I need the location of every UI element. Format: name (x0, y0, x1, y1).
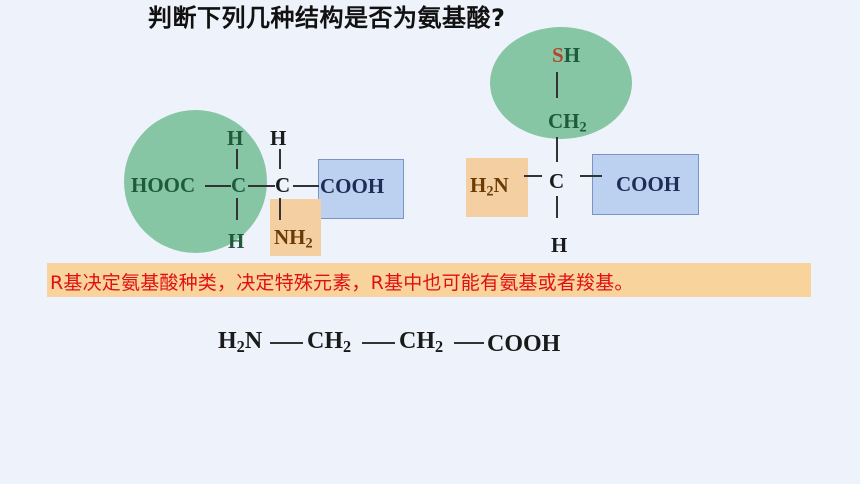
carbon-left: C (231, 173, 247, 197)
bond-ch2a-ch2b (362, 342, 395, 344)
carboxyl-box-1 (318, 159, 404, 219)
note-highlight (47, 263, 811, 297)
amino-box-2 (466, 158, 528, 217)
thiol-group: SH (552, 43, 581, 67)
bond-c-cooh (580, 175, 602, 177)
hydrogen-bottom-left: H (228, 229, 245, 253)
amino-group-1: NH2 (274, 225, 313, 252)
note-text: R基决定氨基酸种类，决定特殊元素，R基中也可能有氨基或者羧基。 (50, 272, 634, 294)
ch2-group: CH2 (548, 109, 587, 136)
page-title: 判断下列几种结构是否为氨基酸? (148, 4, 506, 32)
hydrogen-top-left: H (227, 126, 244, 150)
bond-s-ch2 (556, 72, 558, 98)
r-group-circle-2 (490, 27, 632, 139)
bond-c-left-h-top (236, 149, 238, 169)
hydrogen-bottom: H (551, 233, 568, 257)
carboxyl-group-2: COOH (616, 172, 681, 196)
carboxyl-group-1: COOH (320, 174, 385, 198)
amino-group-2: H2N (470, 173, 509, 200)
bond-c-h-bottom (556, 196, 558, 218)
hooc-group: HOOC (131, 173, 196, 197)
ch2-group-a: CH2 (307, 328, 352, 357)
bond-ch2b-cooh (454, 342, 484, 344)
r-group-circle-1 (124, 110, 267, 253)
carbon-center: C (275, 173, 291, 197)
amino-group-3: H2N (218, 328, 263, 357)
ch2-group-b: CH2 (399, 328, 444, 357)
bond-c-center-h-top (279, 149, 281, 169)
hydrogen-top-center: H (270, 126, 287, 150)
bond-c-center-nh2 (279, 198, 281, 220)
amino-box-1 (270, 199, 321, 256)
bond-c-left-c-center (248, 185, 275, 187)
bond-ch2-c (556, 137, 558, 162)
carboxyl-box-2 (592, 154, 699, 215)
bond-c-left-h-bottom (236, 198, 238, 220)
bond-h2n-c (524, 175, 542, 177)
bond-c-center-cooh (293, 185, 319, 187)
carbon-alpha: C (549, 169, 565, 193)
bond-n-ch2a (270, 342, 303, 344)
bond-hooc-c-left (205, 185, 231, 187)
carboxyl-group-3: COOH (487, 331, 561, 357)
